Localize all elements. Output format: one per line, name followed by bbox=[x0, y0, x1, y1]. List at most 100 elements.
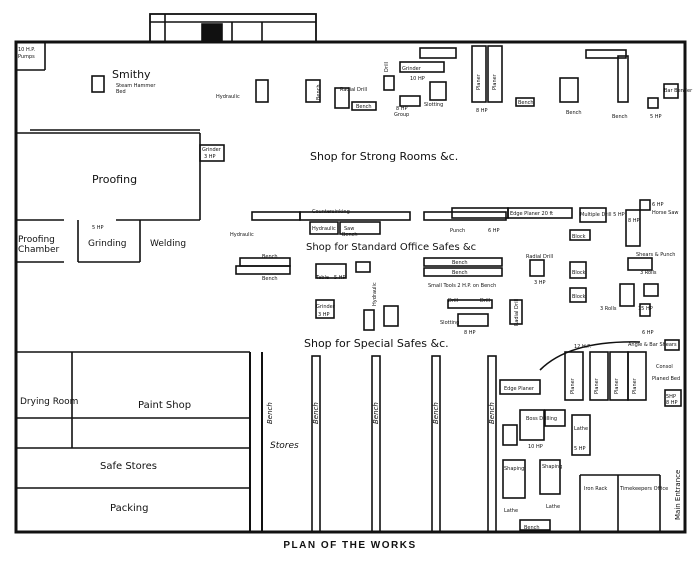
top-annex bbox=[149, 13, 317, 43]
label-grinder-low-hp: 3 HP bbox=[318, 312, 330, 318]
label-bar-bender: Bar Bender bbox=[664, 88, 693, 94]
label-lathe: Lathe bbox=[504, 508, 518, 514]
label-table-hp: 5 HP bbox=[334, 275, 346, 281]
label-slotting-top: Slotting bbox=[424, 102, 443, 108]
label-hydraulic-low: Hydraulic bbox=[372, 282, 378, 306]
label-grinder-left: Grinder bbox=[202, 147, 222, 153]
label-radial-drill-top: Radial Drill bbox=[340, 87, 367, 93]
label-hp5-low: 5 HP bbox=[574, 446, 586, 452]
label-edge-planer-top: Edge Planer 20 ft bbox=[510, 211, 553, 217]
label-planer-2: Planer bbox=[492, 73, 498, 90]
label-edge-planer-low: Edge Planer bbox=[504, 386, 535, 392]
label-countersinking: Countersinking bbox=[312, 209, 350, 215]
label-hydraulic-mid-2: Hydraulic bbox=[312, 226, 336, 232]
room-welding: Welding bbox=[150, 239, 186, 249]
label-group-hp: 8 HP bbox=[396, 106, 408, 112]
label-bench-mid-2: Bench bbox=[262, 254, 278, 260]
room-packing: Packing bbox=[110, 503, 148, 514]
label-bench-mid-3: Bench bbox=[262, 276, 278, 282]
label-bench-top-4: Bench bbox=[612, 114, 628, 120]
label-bench-v3: Bench bbox=[372, 402, 380, 424]
label-bench-top-3: Bench bbox=[566, 110, 582, 116]
label-punch-hp: 6 HP bbox=[488, 228, 500, 234]
label-main-entrance: Main Entrance bbox=[674, 470, 682, 520]
label-bench-mid-4: Bench bbox=[452, 260, 468, 266]
room-grinding: Grinding bbox=[88, 239, 127, 249]
label-hydraulic-mid: Hydraulic bbox=[230, 232, 254, 238]
shop-special-safes: Shop for Special Safes &c. bbox=[304, 337, 449, 350]
label-hp15: 15 HP bbox=[638, 306, 653, 312]
label-boss-drilling: Boss Drilling bbox=[526, 416, 557, 422]
room-proofing-chamber-line2: Chamber bbox=[18, 245, 60, 255]
label-block-1: Block bbox=[572, 234, 586, 240]
label-table: Table bbox=[315, 275, 329, 281]
room-proofing-chamber-line1: Proofing bbox=[18, 235, 55, 245]
room-drying: Drying Room bbox=[20, 397, 78, 407]
label-planer-hp: 8 HP bbox=[476, 108, 488, 114]
label-grinder-left-hp: 3 HP bbox=[204, 154, 216, 160]
plan-caption: PLAN OF THE WORKS bbox=[283, 540, 417, 551]
label-small-tools: Small Tools 2 H.P. on Bench bbox=[428, 283, 496, 289]
label-bench-v2: Bench bbox=[312, 402, 320, 424]
room-proofing: Proofing bbox=[92, 173, 137, 186]
room-stores: Stores bbox=[270, 441, 299, 451]
label-shears-punch: Shears & Punch bbox=[636, 252, 675, 258]
label-saw: Saw bbox=[344, 226, 354, 232]
label-grinding-hp: 5 HP bbox=[92, 225, 104, 231]
label-steam-hammer: Steam Hammer bbox=[116, 83, 156, 89]
label-horse-saw: Horse Saw bbox=[652, 210, 678, 216]
label-bed: Bed bbox=[116, 89, 126, 95]
label-hp5-top: 5 HP bbox=[650, 114, 662, 120]
label-bench-v4: Bench bbox=[432, 402, 440, 424]
label-timekeepers-office: Timekeepers Office bbox=[619, 486, 668, 492]
label-bench-top-5: Bench bbox=[316, 84, 322, 100]
label-lathe-2: Lathe bbox=[546, 504, 560, 510]
label-bench-mid-1: Bench bbox=[342, 232, 358, 238]
label-hp12: 12 H.P. bbox=[574, 344, 591, 350]
label-bench-mid-5: Bench bbox=[452, 270, 468, 276]
shop-strong-rooms: Shop for Strong Rooms &c. bbox=[310, 150, 458, 163]
label-planed-bed: Planed Bed bbox=[652, 376, 680, 382]
label-lathe-3: Lathe bbox=[574, 426, 588, 432]
label-hp6-saw: 6 HP bbox=[652, 202, 664, 208]
shop-office-safes: Shop for Standard Office Safes &c bbox=[306, 242, 476, 253]
label-bench-v1: Bench bbox=[266, 402, 274, 424]
label-drill-1: Drill bbox=[448, 298, 458, 304]
label-shaping: Shaping bbox=[504, 466, 524, 472]
label-pumps: Pumps bbox=[18, 54, 35, 60]
label-bench-top-1: Bench bbox=[356, 104, 372, 110]
label-hp6-angle: 6 HP bbox=[642, 330, 654, 336]
label-planer-c: Planer bbox=[614, 377, 620, 394]
room-paint-shop: Paint Shop bbox=[138, 400, 191, 411]
label-drill-hp: 8 HP bbox=[464, 330, 476, 336]
label-radial-drill-low: Radial Drill bbox=[514, 299, 520, 326]
room-safe-stores: Safe Stores bbox=[100, 461, 157, 472]
label-group: Group bbox=[394, 112, 409, 118]
label-drill-2: Drill bbox=[480, 298, 490, 304]
label-grinder-top: Grinder bbox=[402, 66, 422, 72]
label-block-2: Block bbox=[572, 270, 586, 276]
outer-wall bbox=[14, 40, 687, 534]
label-bench-bottom: Bench bbox=[524, 525, 540, 531]
label-consol: Consol bbox=[656, 364, 673, 370]
label-drill: Drill bbox=[384, 62, 390, 72]
label-bench-v5: Bench bbox=[488, 402, 496, 424]
label-hydraulic-top: Hydraulic bbox=[216, 94, 240, 100]
label-punch: Punch bbox=[450, 228, 465, 234]
label-planer-b: Planer bbox=[594, 377, 600, 394]
label-slotting-mid: Slotting bbox=[440, 320, 459, 326]
label-angle-bar-shears: Angle & Bar Shears bbox=[628, 342, 677, 348]
label-planer-1: Planer bbox=[476, 73, 482, 90]
label-rolls-3b: 3 Rolls bbox=[600, 306, 617, 312]
label-hp8-mid: 8 HP bbox=[628, 218, 640, 224]
label-block-3: Block bbox=[572, 294, 586, 300]
label-pumps-hp: 10 H.P. bbox=[18, 47, 35, 53]
label-bench-top-2: Bench bbox=[518, 100, 534, 106]
label-hp10-top: 10 HP bbox=[410, 76, 425, 82]
label-hp8-right: 8 HP bbox=[666, 400, 678, 406]
label-iron-rack: Iron Rack bbox=[584, 486, 607, 492]
label-hp10-low: 10 HP bbox=[528, 444, 543, 450]
label-planer-a: Planer bbox=[570, 377, 576, 394]
label-planer-d: Planer bbox=[632, 377, 638, 394]
